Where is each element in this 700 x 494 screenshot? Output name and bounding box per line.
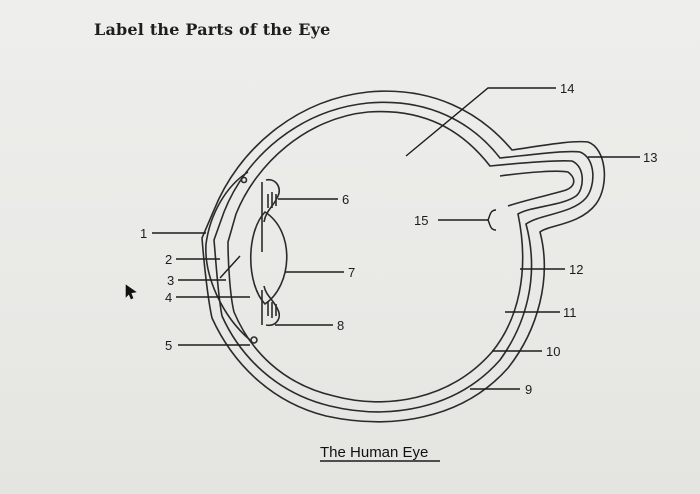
canal-marker <box>250 336 258 344</box>
label-9: 9 <box>525 382 532 397</box>
label-14: 14 <box>560 81 574 96</box>
leader-3-diag <box>219 255 241 279</box>
diagram-caption: The Human Eye <box>320 444 428 461</box>
label-5: 5 <box>165 338 172 353</box>
label-8: 8 <box>337 318 344 333</box>
label-15: 15 <box>414 213 428 228</box>
label-11: 11 <box>563 305 577 320</box>
lens <box>250 210 288 306</box>
sclera-outer <box>201 90 606 423</box>
label-1: 1 <box>140 226 147 241</box>
label-6: 6 <box>342 192 349 207</box>
leader-14 <box>405 87 556 157</box>
suspensory-ligament-lower <box>267 302 277 318</box>
worksheet-title: Label the Parts of the Eye <box>94 20 331 39</box>
label-3: 3 <box>167 273 174 288</box>
ciliary-lower <box>263 285 281 327</box>
label-2: 2 <box>165 252 172 267</box>
bracket-15 <box>487 209 497 231</box>
choroid <box>213 101 594 413</box>
cornea <box>205 171 251 341</box>
retina <box>227 110 584 403</box>
label-12: 12 <box>569 262 583 277</box>
mouse-cursor-icon <box>125 284 137 300</box>
suspensory-ligament-upper <box>267 192 277 208</box>
label-10: 10 <box>546 344 560 359</box>
pupil-marker <box>240 176 248 184</box>
label-13: 13 <box>643 150 657 165</box>
label-4: 4 <box>165 290 172 305</box>
optic-nerve-inner <box>499 170 575 207</box>
label-7: 7 <box>348 265 355 280</box>
